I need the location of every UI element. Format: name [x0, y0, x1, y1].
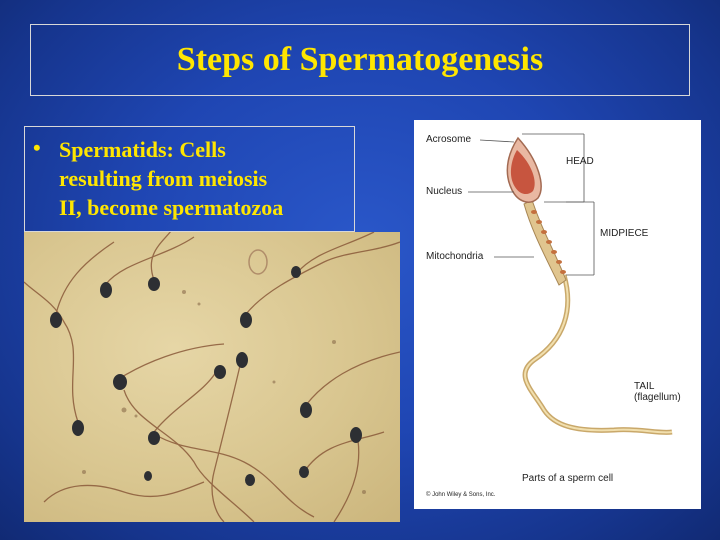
flagellum-label: (flagellum)	[634, 392, 681, 403]
copyright-text: © John Wiley & Sons, Inc.	[426, 492, 496, 498]
bullet-text: Spermatids: Cells resulting from meiosis…	[59, 137, 284, 220]
acrosome-label: Acrosome	[426, 134, 472, 145]
mitochondria-label: Mitochondria	[426, 251, 484, 262]
tail-label: TAIL	[634, 381, 655, 392]
slide-title: Steps of Spermatogenesis	[176, 41, 544, 78]
nucleus-label: Nucleus	[426, 186, 463, 197]
midpiece-label: MIDPIECE	[600, 228, 649, 239]
bullet-box: • Spermatids: Cells resulting from meios…	[24, 126, 355, 232]
bullet-symbol: •	[33, 135, 41, 160]
title-box: Steps of Spermatogenesis	[30, 24, 690, 96]
sperm-micrograph-image	[24, 232, 400, 522]
sperm-cell-diagram: Acrosome Nucleus Mitochondria HEAD MIDPI…	[414, 120, 701, 509]
diagram-caption: Parts of a sperm cell	[522, 473, 614, 484]
head-label: HEAD	[566, 156, 594, 167]
